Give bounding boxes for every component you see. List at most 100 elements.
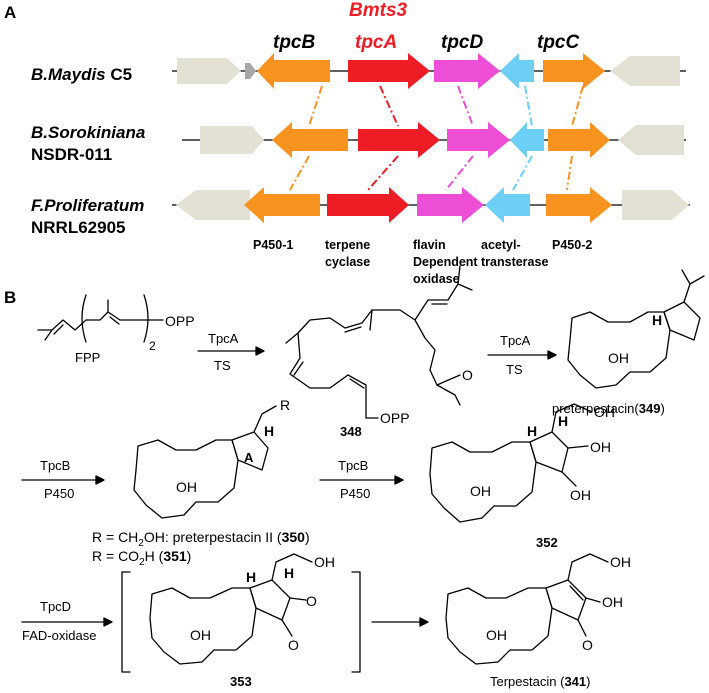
arrowhead bbox=[394, 475, 404, 485]
gene-label-tpcC: tpcC bbox=[537, 32, 580, 53]
gene-label-tpcB: tpcB bbox=[273, 32, 316, 53]
compound-348-chain bbox=[285, 309, 461, 406]
connector-tpcB-2 bbox=[289, 155, 310, 191]
organism-label-fproliferatum: F.Proliferatum bbox=[31, 196, 144, 215]
gene-arrow-small bbox=[245, 63, 256, 79]
bracket-left bbox=[121, 571, 131, 673]
connector-tpcC-1 bbox=[571, 85, 584, 127]
compound-352-h-2: H bbox=[558, 413, 568, 429]
compound-352-oh-bond bbox=[567, 445, 589, 449]
organism-labels: B.Maydis C5 B.Sorokiniana NSDR-011 F.Pro… bbox=[31, 65, 145, 237]
compound-349-oh: OH bbox=[608, 350, 629, 366]
compound-349-macrocycle bbox=[567, 311, 671, 389]
compound-348-double-bond bbox=[349, 378, 365, 389]
compound-350-ring-label: A bbox=[244, 450, 254, 465]
gene-arrow-tpcB bbox=[244, 187, 320, 223]
compound-341-label: Terpestacin (341) bbox=[490, 674, 590, 689]
connector-tpcB-1 bbox=[308, 85, 323, 127]
connector-tpcD-1 bbox=[457, 85, 474, 127]
gene-name-labels: tpcB tpcA tpcD tpcC bbox=[273, 32, 580, 53]
gene-arrow-other-left bbox=[618, 125, 684, 155]
compound-350-side-chain bbox=[253, 405, 277, 433]
gene-arrow-tpcA bbox=[327, 187, 409, 223]
connector-tpcC-2 bbox=[566, 155, 573, 191]
gene-arrow-tpcC bbox=[543, 53, 605, 89]
step-3-enzyme: TpcB bbox=[40, 458, 70, 473]
compound-350-oh: OH bbox=[176, 479, 197, 495]
compound-353-o-1: O bbox=[306, 593, 317, 609]
panel-b: B OPP 2 FPP TpcA TS bbox=[4, 265, 705, 689]
compound-341-o: O bbox=[582, 637, 593, 653]
compound-341-structure: OH OH OH O Terpestacin (341) bbox=[445, 553, 631, 689]
organism-strain-bsorokiniana: NSDR-011 bbox=[31, 145, 112, 164]
gene-arrow-tpcD bbox=[434, 53, 500, 89]
compound-353-oh-top: OH bbox=[314, 554, 335, 570]
compound-341-side-chain bbox=[567, 553, 609, 581]
compound-348-lower-chain bbox=[289, 332, 367, 419]
compound-352-id: 352 bbox=[536, 535, 558, 550]
compound-341-co-bond bbox=[577, 619, 587, 637]
organism-label-bmaydis: B.Maydis C5 bbox=[31, 65, 132, 84]
homology-connectors bbox=[289, 85, 584, 191]
gene-arrow-acetyltransferase bbox=[500, 53, 534, 89]
connector-acetyl-1 bbox=[524, 85, 533, 127]
gene-arrow-tpcC bbox=[546, 187, 612, 223]
compound-348-methyl bbox=[369, 309, 373, 331]
gene-arrow-other-right bbox=[200, 126, 264, 154]
compound-352-oh-top: OH bbox=[594, 404, 615, 420]
panel-a-label: A bbox=[4, 3, 16, 22]
fpp-methyl bbox=[44, 329, 53, 341]
compound-348-co-bond bbox=[436, 374, 461, 386]
function-labels: P450-1 terpene cyclase flavin Dependent … bbox=[253, 238, 592, 286]
step-2-enzyme: TpcA bbox=[500, 333, 531, 348]
function-label-terpene-cyclase: terpene cyclase bbox=[325, 238, 374, 269]
arrowhead bbox=[103, 617, 113, 627]
compound-348-opp: OPP bbox=[380, 410, 410, 426]
arrowhead bbox=[547, 350, 557, 360]
function-label-acetyltransferase: acetyl- transterase bbox=[481, 238, 548, 269]
organism-label-bsorokiniana: B.Sorokiniana bbox=[31, 123, 145, 142]
compound-341-macrocycle bbox=[445, 587, 553, 665]
compound-348-ketone: O bbox=[462, 367, 473, 383]
gene-label-tpcA: tpcA bbox=[355, 32, 397, 53]
function-label-flavin-oxidase: flavin Dependent oxidase bbox=[413, 238, 481, 286]
fpp-double-bond bbox=[53, 324, 64, 335]
fpp-structure: OPP 2 FPP bbox=[37, 294, 195, 365]
step-4-enzyme: TpcB bbox=[338, 458, 368, 473]
compound-349-h: H bbox=[652, 312, 662, 328]
step-2-condition: TS bbox=[506, 362, 523, 377]
gene-arrow-acetyltransferase bbox=[485, 187, 530, 223]
compound-352-oh-right: OH bbox=[590, 439, 611, 455]
compound-353-structure: OH OH H H O O 353 bbox=[149, 553, 335, 689]
fpp-bracket-right bbox=[143, 294, 149, 343]
compound-350-r1: R = CH2OH: preterpestacin II (350) bbox=[92, 529, 310, 549]
step-4-condition: P450 bbox=[340, 486, 370, 501]
compound-349-isopropyl-methyl bbox=[681, 269, 691, 285]
panel-a: A Bmts3 tpcB tpcA tpcD tpcC B.Maydis C5 … bbox=[4, 0, 690, 286]
step-5-enzyme: TpcD bbox=[40, 599, 71, 614]
compound-352-macrocycle bbox=[429, 441, 537, 523]
compound-353-co-bond bbox=[281, 619, 293, 637]
gene-arrow-tpcB bbox=[257, 53, 330, 89]
bracket-right bbox=[351, 571, 361, 673]
compound-352-oh-ring: OH bbox=[470, 483, 491, 499]
compound-348-structure: O OPP 348 bbox=[285, 265, 473, 439]
gene-arrow-other-right bbox=[622, 190, 689, 220]
gene-label-tpcD: tpcD bbox=[441, 32, 484, 53]
fpp-bracket-left bbox=[81, 294, 87, 343]
fpp-label: FPP bbox=[75, 350, 100, 365]
function-label-p450-1: P450-1 bbox=[253, 238, 293, 252]
gene-arrow-tpcB bbox=[272, 122, 348, 158]
gene-arrow-tpcD bbox=[447, 122, 510, 158]
connector-tpcD-2 bbox=[445, 155, 474, 191]
compound-341-double-bond bbox=[569, 585, 584, 601]
gene-arrow-tpcA bbox=[348, 53, 430, 89]
step-3-condition: P450 bbox=[44, 486, 74, 501]
compound-350-macrocycle bbox=[133, 439, 239, 519]
organism-strain-fproliferatum: NRRL62905 bbox=[31, 218, 126, 237]
compound-350-cyclopentane bbox=[231, 431, 269, 471]
gene-arrow-other-right bbox=[177, 58, 241, 84]
function-label-p450-2: P450-2 bbox=[552, 238, 592, 252]
compound-353-co-bond bbox=[289, 597, 307, 601]
compound-349-structure: OH H preterpestacin(349) bbox=[552, 269, 705, 416]
